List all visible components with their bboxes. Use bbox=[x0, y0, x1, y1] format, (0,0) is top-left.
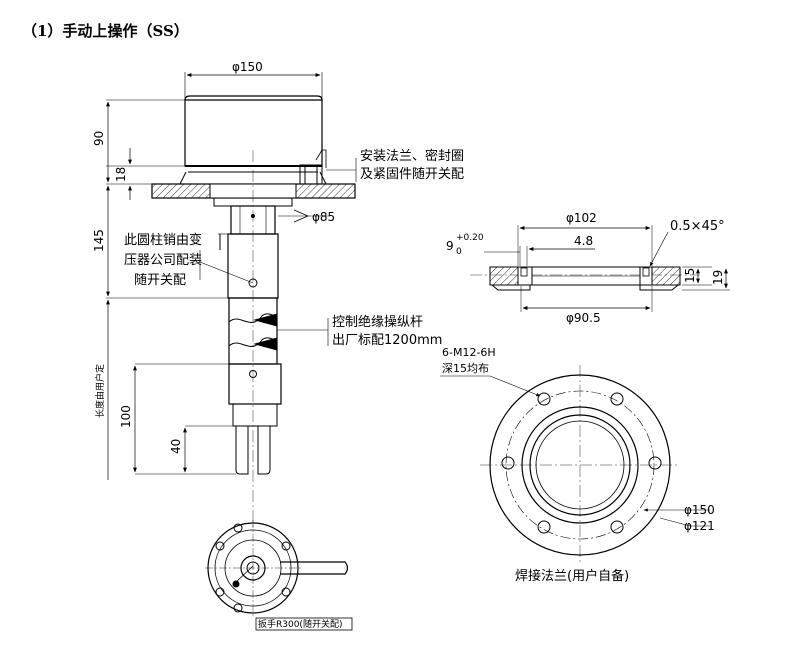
dim-18: 18 bbox=[114, 167, 128, 182]
dim-thick-19: 19 bbox=[711, 270, 725, 285]
cylinder-pin bbox=[248, 278, 258, 288]
dim-40: 40 bbox=[169, 439, 183, 454]
handle-label: 扳手R300(随开关配) bbox=[258, 618, 342, 630]
dim-outer: φ102 bbox=[566, 211, 597, 225]
note-pin-line2: 压器公司配装 bbox=[124, 253, 202, 268]
note-pin-line1: 此圆柱销由变 bbox=[124, 232, 202, 248]
dim-tol-lower: 0 bbox=[456, 247, 462, 257]
switch-head bbox=[184, 99, 323, 167]
note-rod-line2: 出厂标配1200mm bbox=[332, 333, 442, 348]
flange-caption: 焊接法兰(用户自备) bbox=[515, 568, 629, 584]
dim-depth: 4.8 bbox=[574, 234, 593, 248]
dim-d150: φ150 bbox=[684, 503, 715, 517]
note-pin-line3: 随开关配 bbox=[134, 273, 186, 288]
main-view-labels: φ150 90 18 145 长度由用户定 100 40 φ85 安装法兰、密封… bbox=[92, 60, 464, 454]
dim-100: 100 bbox=[119, 405, 133, 428]
holes-spec-line1: 6-M12-6H bbox=[442, 346, 496, 359]
bolt-hole bbox=[501, 456, 515, 470]
dim-90: 90 bbox=[92, 131, 106, 146]
note-flange-line1: 安装法兰、密封圈 bbox=[360, 148, 464, 164]
flange-view bbox=[440, 365, 710, 565]
dim-top-diameter: φ150 bbox=[232, 60, 263, 74]
bolt-hole bbox=[537, 520, 551, 534]
dim-tol: 9 bbox=[446, 239, 454, 253]
bolt-hole bbox=[537, 392, 551, 406]
dim-thick-15: 15 bbox=[683, 268, 697, 283]
section-view-labels: φ102 9 +0.20 0 0.5×45° 4.8 φ90.5 15 19 bbox=[446, 211, 725, 325]
dim-d121: φ121 bbox=[684, 519, 715, 533]
dim-length-note: 长度由用户定 bbox=[94, 364, 106, 418]
bottom-view bbox=[205, 520, 353, 631]
dim-tol-upper: +0.20 bbox=[456, 233, 484, 243]
dim-shaft: φ85 bbox=[312, 210, 335, 224]
flange-view-labels: 6-M12-6H 深15均布 φ150 φ121 焊接法兰(用户自备) bbox=[442, 346, 715, 584]
wrench-handle bbox=[280, 561, 349, 575]
holes-spec-line2: 深15均布 bbox=[442, 362, 489, 375]
dim-145: 145 bbox=[92, 229, 106, 252]
dim-chamfer: 0.5×45° bbox=[670, 219, 725, 234]
bolt-hole bbox=[610, 520, 624, 534]
note-rod-line1: 控制绝缘操纵杆 bbox=[332, 314, 423, 330]
bolt-hole bbox=[648, 456, 662, 470]
main-view bbox=[106, 72, 357, 530]
bolt-hole bbox=[610, 392, 624, 406]
page-title: （1）手动上操作（SS） bbox=[22, 22, 189, 40]
note-flange-line2: 及紧固件随开关配 bbox=[360, 167, 464, 182]
section-view bbox=[470, 225, 730, 312]
dim-inner: φ90.5 bbox=[566, 311, 601, 325]
